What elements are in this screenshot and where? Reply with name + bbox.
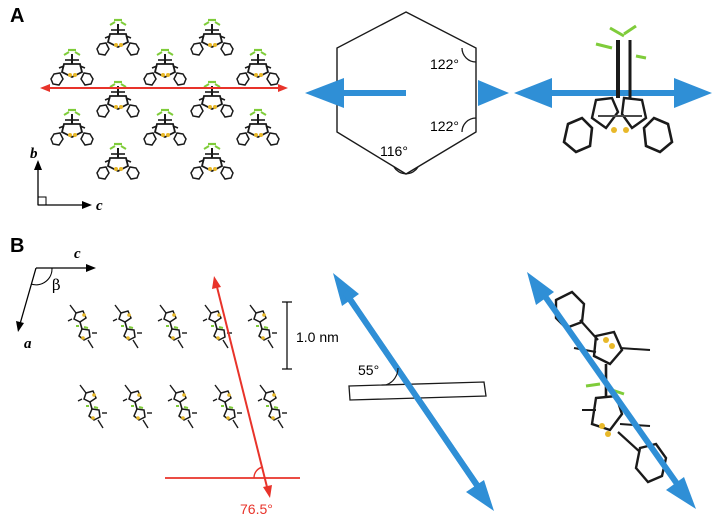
molecule xyxy=(212,384,243,429)
molecule xyxy=(235,48,281,87)
beta-angle-label: β xyxy=(52,276,61,294)
hexagon-cell: 122° 122° 116° xyxy=(336,11,477,175)
molecule xyxy=(235,108,281,147)
molecule xyxy=(189,18,235,57)
molecule xyxy=(247,304,278,349)
panel-b-axes: c a β xyxy=(16,246,96,352)
angle-arc xyxy=(393,166,419,175)
molecule xyxy=(142,48,188,87)
molecule xyxy=(167,384,198,429)
plate-angle-label: 55° xyxy=(358,362,379,378)
molecule xyxy=(142,108,188,147)
molecular-plate xyxy=(348,381,487,401)
panel-b-crystal-packing xyxy=(67,304,288,429)
angle-arc xyxy=(461,47,477,63)
hexagon-angle-top: 122° xyxy=(430,56,459,72)
molecule xyxy=(49,108,95,147)
molecule xyxy=(49,48,95,87)
panel-a-single-molecule xyxy=(514,24,712,154)
molecule xyxy=(122,384,153,429)
panel-a-red-axis-arrow xyxy=(40,84,288,92)
panel-a-letter: A xyxy=(10,5,24,27)
molecule xyxy=(157,304,188,349)
axis-c-label-b: c xyxy=(74,246,81,262)
panel-b-letter: B xyxy=(10,235,24,257)
hexagon-angle-bottom: 116° xyxy=(380,143,408,159)
molecule xyxy=(112,304,143,349)
panel-b-single-molecule xyxy=(527,272,696,509)
axis-b-label: b xyxy=(30,146,38,162)
molecule xyxy=(95,142,141,181)
axis-a-label: a xyxy=(24,336,32,352)
tilt-angle-label: 76.5° xyxy=(240,501,273,517)
panel-a-crystal-packing xyxy=(49,18,281,181)
scale-bar-label: 1.0 nm xyxy=(296,329,339,345)
scale-bar: 1.0 nm xyxy=(282,301,339,370)
panel-b-red-tilt-arrow: 76.5° xyxy=(165,276,300,517)
panel-a-blue-arrows xyxy=(305,78,509,108)
molecule xyxy=(95,18,141,57)
molecule xyxy=(257,384,288,429)
axis-c-label: c xyxy=(96,198,103,214)
panel-a-axes: b c xyxy=(30,146,103,214)
molecule xyxy=(77,384,108,429)
molecule xyxy=(189,142,235,181)
panel-b-blue-tilt-arrow: 55° xyxy=(333,273,494,511)
angle-arc xyxy=(461,117,477,133)
molecule xyxy=(67,304,98,349)
hexagon-angle-right: 122° xyxy=(430,118,459,134)
